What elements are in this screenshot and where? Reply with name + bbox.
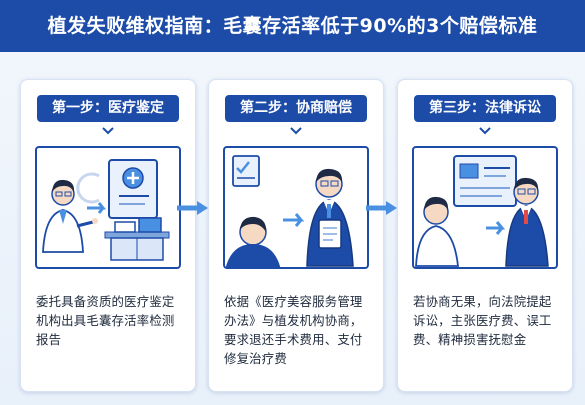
step-label-1: 第一步：医疗鉴定 bbox=[37, 95, 179, 122]
clipboard-icon bbox=[453, 155, 517, 207]
illustration-litigation bbox=[412, 146, 558, 269]
checklist-icon bbox=[232, 155, 260, 187]
step-label-3: 第三步：法律诉讼 bbox=[414, 95, 556, 122]
chevron-down-icon bbox=[102, 127, 114, 135]
step-description-2: 依据《医疗美容服务管理办法》与植发机构协商，要求退还手术费用、支付修复治疗费 bbox=[224, 294, 363, 366]
arrow-right-icon bbox=[366, 201, 397, 215]
illustration-negotiation bbox=[223, 146, 369, 269]
step-label-2: 第二步：协商赔偿 bbox=[225, 95, 367, 122]
chevron-down-icon bbox=[479, 127, 491, 135]
page-title: 植发失败维权指南：毛囊存活率低于90%的3个赔偿标准 bbox=[0, 0, 585, 52]
document-plus-icon bbox=[108, 159, 158, 219]
illustration-medical-appraisal bbox=[35, 146, 181, 269]
step-description-1: 委托具备资质的医疗鉴定机构出具毛囊存活率检测报告 bbox=[36, 294, 175, 347]
arrow-right-icon bbox=[177, 201, 208, 215]
step-description-3: 若协商无果，向法院提起诉讼，主张医疗费、误工费、精神损害抚慰金 bbox=[413, 294, 552, 347]
chevron-down-icon bbox=[290, 127, 302, 135]
